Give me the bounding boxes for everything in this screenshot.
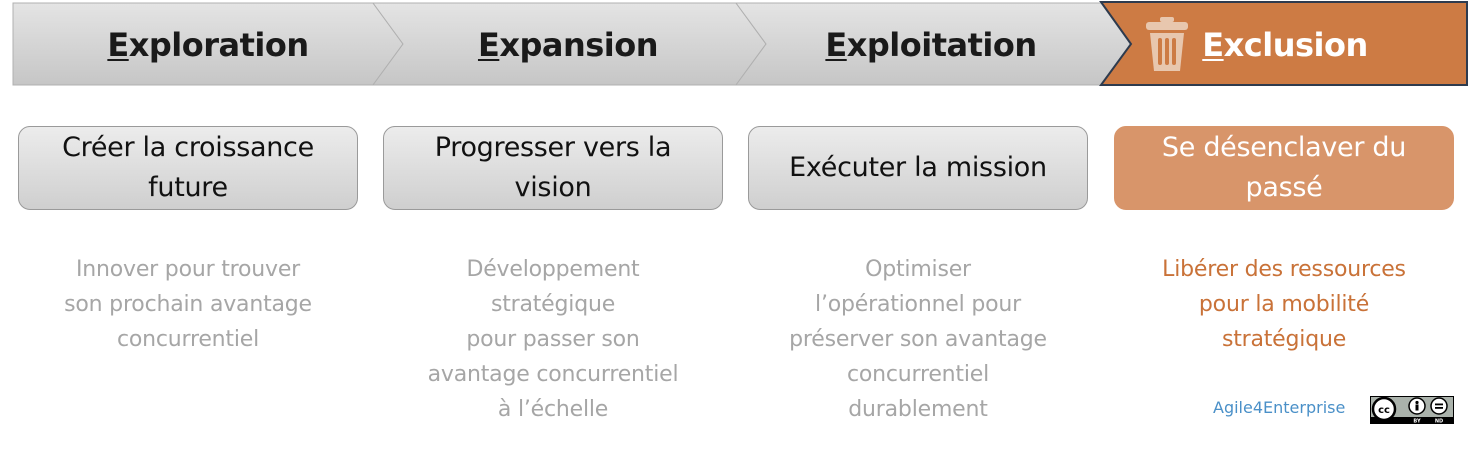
stage-title-initial: E xyxy=(825,26,847,64)
description-line: Libérer des ressources xyxy=(1162,257,1406,282)
description-line: à l’échelle xyxy=(497,397,609,422)
description-line: l’opérationnel pour xyxy=(815,292,1021,317)
stage-title-initial: E xyxy=(1202,26,1224,64)
stage-box-exploration: Créer la croissance future xyxy=(18,126,358,210)
chevron-exclusion xyxy=(1099,1,1468,86)
stage-box-line: Se désenclaver du xyxy=(1161,132,1407,163)
stage-box-exploitation: Exécuter la mission xyxy=(748,126,1088,210)
stage-title-exploitation: Exploitation xyxy=(746,22,1116,68)
description-line: stratégique xyxy=(490,292,616,317)
stage-box-line: Exécuter la mission xyxy=(789,152,1047,183)
stage-box-line: Créer la croissance xyxy=(62,132,314,163)
description-line: Innover pour trouver xyxy=(75,257,301,282)
stage-description-exploration: Innover pour trouver son prochain avanta… xyxy=(18,252,358,357)
stage-box-line: vision xyxy=(514,172,592,203)
stage-title-expansion: Expansion xyxy=(383,22,753,68)
description-line: concurrentiel xyxy=(116,327,260,352)
trash-icon xyxy=(1146,17,1188,71)
description-line: Développement xyxy=(466,257,640,282)
description-line: stratégique xyxy=(1221,327,1347,352)
stage-description-expansion: Développement stratégique pour passer so… xyxy=(383,252,723,427)
stage-title-exploration: Exploration xyxy=(13,22,403,68)
stage-box-line: passé xyxy=(1245,172,1323,203)
cc-by-nd-icon: cc BY ND xyxy=(1370,396,1454,424)
stage-description-exploitation: Optimiser l’opérationnel pour préserver … xyxy=(748,252,1088,427)
description-line: durablement xyxy=(848,397,988,422)
description-line: préserver son avantage xyxy=(789,327,1047,352)
description-line: concurrentiel xyxy=(846,362,990,387)
stage-title-initial: E xyxy=(477,26,500,64)
stage-box-line: Progresser vers la xyxy=(434,132,672,163)
description-line: son prochain avantage xyxy=(64,292,312,317)
stage-chevron-bar xyxy=(12,1,1468,86)
stage-title-rest: xclusion xyxy=(1223,26,1369,64)
description-line: Optimiser xyxy=(865,257,971,282)
description-line: avantage concurrentiel xyxy=(427,362,679,387)
svg-text:cc: cc xyxy=(1378,405,1390,416)
stage-description-exclusion: Libérer des ressources pour la mobilité … xyxy=(1114,252,1454,357)
credit-text: Agile4Enterprise xyxy=(1213,398,1346,417)
cc-by-label: BY xyxy=(1413,419,1421,425)
description-line: pour la mobilité xyxy=(1198,292,1370,317)
stage-title-rest: xpansion xyxy=(499,26,659,64)
stage-title-rest: xploitation xyxy=(846,26,1037,64)
stage-box-line: future xyxy=(148,172,228,203)
stage-title-rest: xploration xyxy=(128,26,309,64)
stage-title-initial: E xyxy=(107,26,129,64)
stage-box-exclusion: Se désenclaver du passé xyxy=(1114,126,1454,210)
description-line: pour passer son xyxy=(466,327,640,352)
stage-title-exclusion: Exclusion xyxy=(1200,22,1370,68)
stage-box-expansion: Progresser vers la vision xyxy=(383,126,723,210)
cc-nd-label: ND xyxy=(1435,419,1443,425)
